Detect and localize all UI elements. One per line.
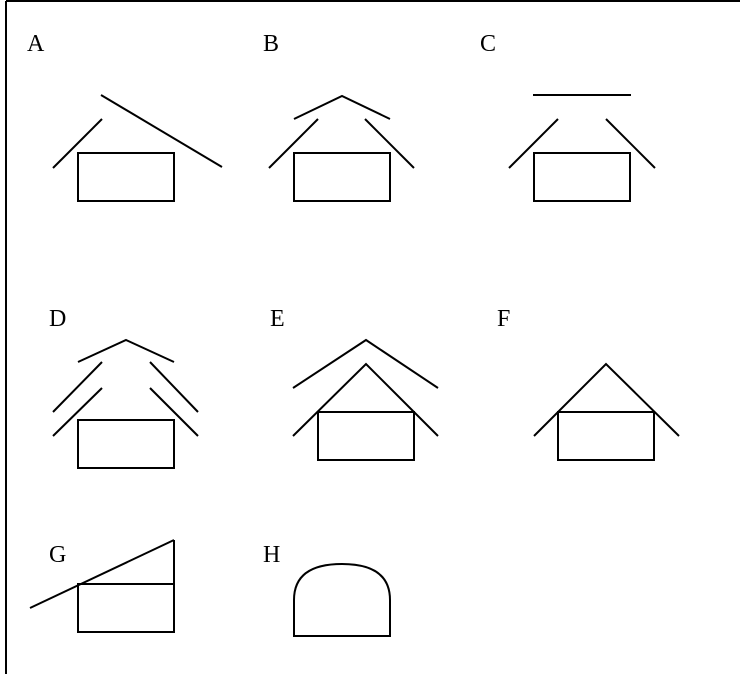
panel-a-left-roof-line [52,118,103,169]
label-f: F [497,306,510,332]
panel-e-outer-roof [292,338,439,389]
label-b: B [263,31,279,57]
panel-a-long-roof-line [100,94,223,168]
panel-d-house-box [77,419,175,469]
panel-b: B [263,31,415,202]
panel-d-left-outer-roof-line [52,361,103,413]
panel-g: G [29,539,175,633]
panel-g-sloped-roof-line [29,539,175,609]
label-a: A [27,31,45,57]
panel-b-house-box [293,152,391,202]
label-h: H [263,542,280,568]
panel-h-arched-dome [293,562,391,637]
panel-d: D [49,306,199,469]
panel-c-right-roof-line [605,118,656,169]
panel-g-house-box [77,583,175,633]
label-d: D [49,306,66,332]
panel-e: E [270,306,439,461]
panel-c: C [480,31,656,202]
label-c: C [480,31,496,57]
panel-f-gable-roof [533,362,680,437]
panel-h: H [263,542,391,637]
panel-b-left-roof-line [268,118,319,169]
panel-a-house-box [77,152,175,202]
panel-b-ridge-cap [293,94,391,120]
panel-d-ridge-cap [77,338,175,363]
panel-d-right-inner-roof-line [149,387,199,437]
panel-b-right-roof-line [364,118,415,169]
panel-d-left-inner-roof-line [52,387,103,437]
panel-c-house-box [533,152,631,202]
label-e: E [270,306,285,332]
panel-c-left-roof-line [508,118,559,169]
panel-f-house-box [557,411,655,461]
panel-f: F [497,306,680,461]
panel-a: A [27,31,223,202]
label-g: G [49,542,66,568]
panel-d-right-outer-roof-line [149,361,199,413]
panel-e-house-box [317,411,415,461]
